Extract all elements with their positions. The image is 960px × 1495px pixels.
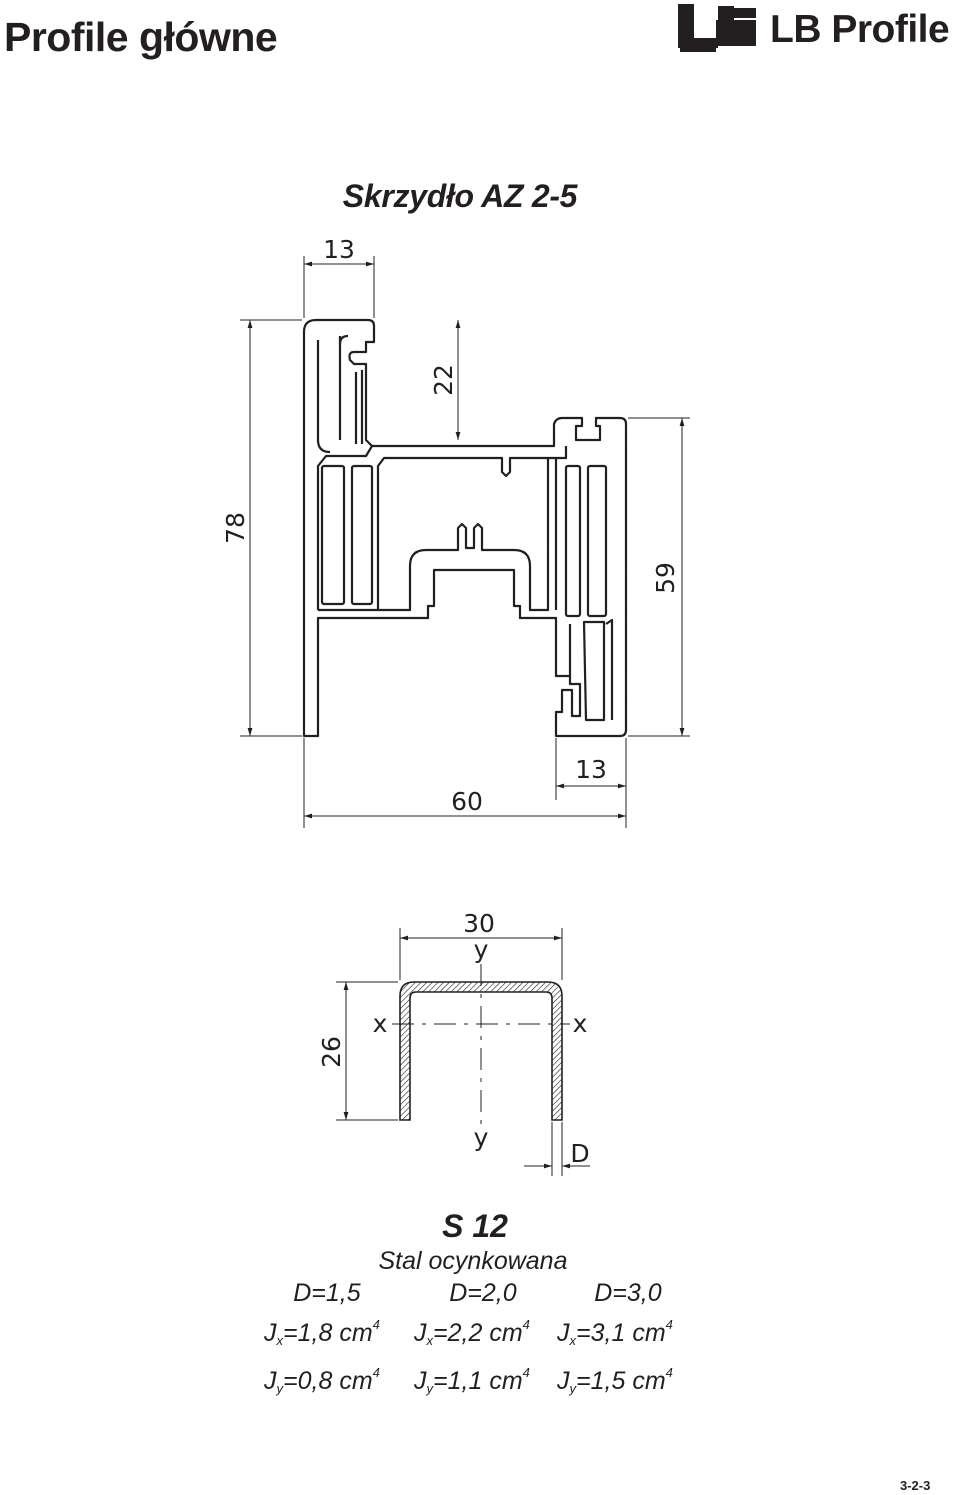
variant-jy: Jy=1,1 cm4	[414, 1365, 530, 1396]
brand-name: LB Profile	[770, 8, 950, 51]
steel-variant-column: D=1,5 Jx=1,8 cm4 Jy=0,8 cm4	[264, 1277, 380, 1405]
sash-profile-outline	[302, 318, 628, 738]
steel-dimension-lines	[336, 928, 590, 1176]
steel-variant-column: D=2,0 Jx=2,2 cm4 Jy=1,1 cm4	[414, 1277, 530, 1405]
variant-jy: Jy=0,8 cm4	[264, 1365, 380, 1396]
steel-axis-lines	[392, 964, 570, 1128]
lb-monogram-logo-icon	[678, 4, 756, 52]
variant-jx: Jx=1,8 cm4	[264, 1317, 380, 1348]
page-title: Profile główne	[4, 14, 278, 60]
dim-rebate-depth: 22	[429, 364, 458, 396]
dim-total-height: 78	[221, 512, 250, 544]
variant-thickness: D=1,5	[293, 1279, 361, 1307]
page-number: 3-2-3	[900, 1478, 931, 1493]
variant-thickness: D=2,0	[449, 1279, 517, 1307]
steel-material: Stal ocynkowana	[378, 1247, 568, 1275]
variant-thickness: D=3,0	[594, 1279, 662, 1307]
steel-dim-height: 26	[317, 1036, 346, 1068]
dim-top-width: 13	[323, 235, 355, 264]
dim-total-width: 60	[451, 787, 483, 816]
steel-code: S 12	[442, 1208, 508, 1244]
technical-drawing: 13 22 78 59 13 60 30 26 D y y x x	[221, 235, 690, 1176]
variant-jx: Jx=2,2 cm4	[414, 1317, 530, 1348]
variant-jx: Jx=3,1 cm4	[557, 1317, 673, 1348]
axis-label-y-top: y	[474, 935, 489, 964]
profile-title: Skrzydło AZ 2-5	[342, 178, 578, 214]
steel-variant-column: D=3,0 Jx=3,1 cm4 Jy=1,5 cm4	[557, 1277, 673, 1405]
profile-dimension-lines	[240, 256, 690, 828]
steel-dim-width: 30	[463, 909, 495, 938]
steel-reinforcement-section	[399, 981, 563, 1121]
dim-right-height: 59	[651, 562, 680, 594]
axis-label-x-right: x	[573, 1009, 588, 1038]
dim-bottom-right-width: 13	[575, 755, 607, 784]
steel-dim-thickness: D	[570, 1139, 589, 1168]
axis-label-y-bottom: y	[474, 1123, 489, 1152]
axis-label-x-left: x	[373, 1009, 388, 1038]
variant-jy: Jy=1,5 cm4	[557, 1365, 673, 1396]
